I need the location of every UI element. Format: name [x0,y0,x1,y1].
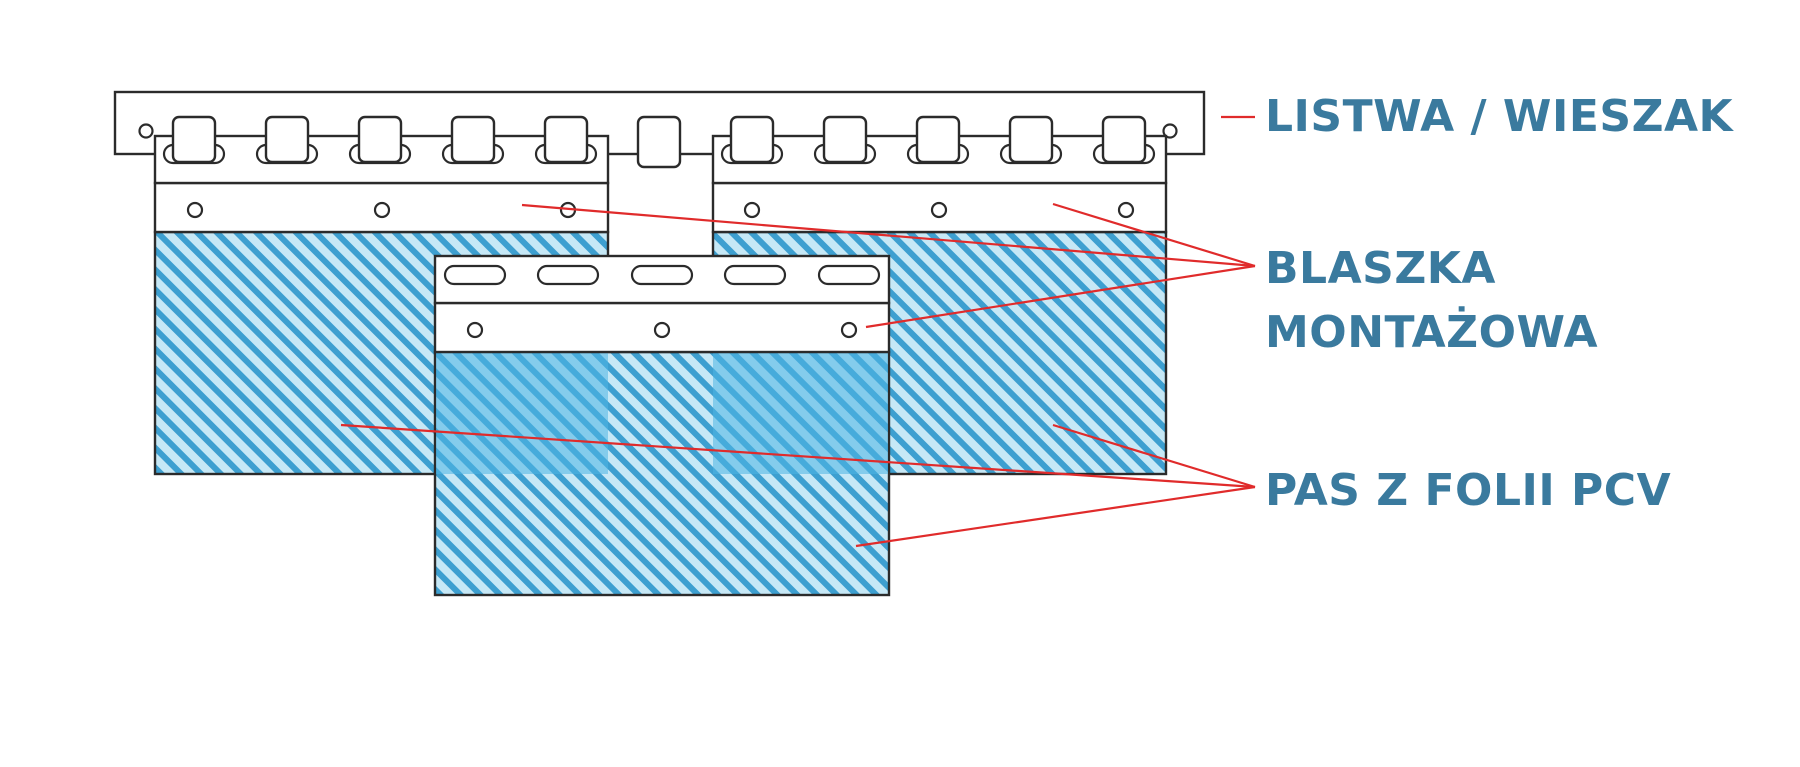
label-pvc-strip: PAS Z FOLII PCV [1265,465,1672,516]
hook [729,115,775,164]
hook [822,115,868,164]
front-slot [817,264,881,286]
hook [264,115,310,164]
hook [1101,115,1147,164]
label-mounting-plate: BLASZKA MONTAŻOWA [1265,237,1598,365]
leader-strip-3 [855,485,1256,548]
hook [915,115,961,164]
front-slot [723,264,787,286]
plate-hole [1117,201,1135,219]
hook [450,115,496,164]
rail-hook [348,115,412,165]
rail-hook [813,115,877,165]
rail-end-hole-left [138,123,154,139]
hook [1008,115,1054,164]
rail-hook [1092,115,1156,165]
rail-hook [441,115,505,165]
hook [357,115,403,164]
hook [636,115,682,169]
plate-hole [466,321,484,339]
rail-hook [534,115,598,165]
rail-hook [999,115,1063,165]
front-slots [443,264,881,286]
label-rail: LISTWA / WIESZAK [1265,91,1734,142]
plate-hole [373,201,391,219]
rail-hook [162,115,226,165]
leader-strip-1 [340,423,1256,489]
label-mounting-plate-line2: MONTAŻOWA [1265,306,1599,358]
leader-plate-1 [521,203,1256,268]
plate-hole [743,201,761,219]
rail-hooks [162,115,1156,169]
rail-hook [255,115,319,165]
rail-hook [636,115,682,169]
overlap-shade-left [436,353,608,474]
rail-hook [906,115,970,165]
front-strip [433,254,891,597]
leader-lines [340,115,1256,548]
front-slot [443,264,507,286]
leader-plate-3 [865,264,1256,329]
plate-hole [653,321,671,339]
leader-plate-2 [1052,202,1256,268]
front-slot [536,264,600,286]
front-slot [630,264,694,286]
hook [543,115,589,164]
hook [171,115,217,164]
rail-end-hole-right [1162,123,1178,139]
plate-hole [840,321,858,339]
leader-strip-2 [1052,423,1256,489]
plate-hole [186,201,204,219]
rail-hook [720,115,784,165]
overlap-shade-right [713,353,888,474]
plate-hole [930,201,948,219]
label-mounting-plate-line1: BLASZKA [1265,243,1496,294]
